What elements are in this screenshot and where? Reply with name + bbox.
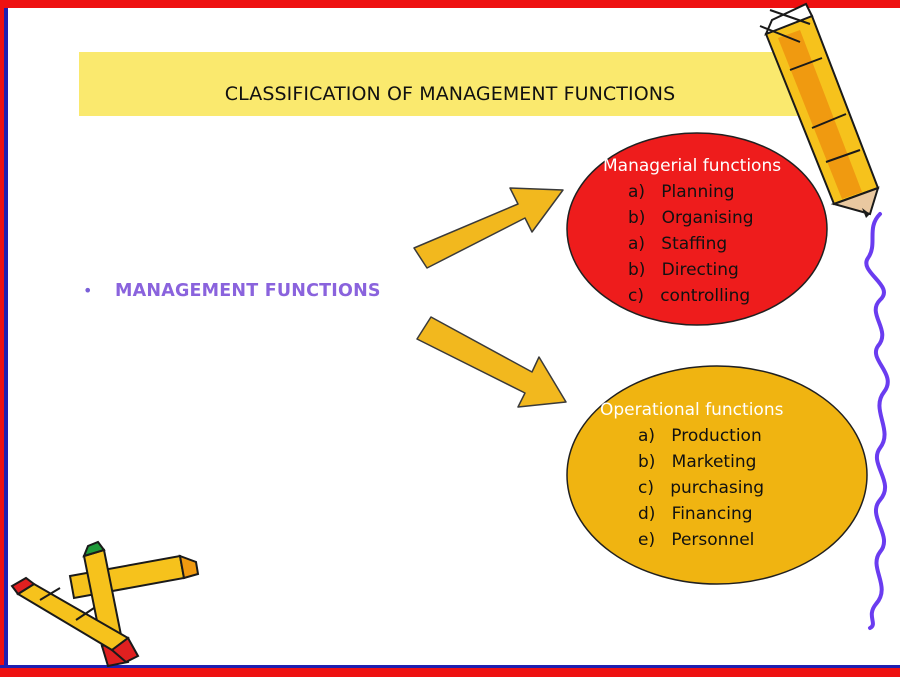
item-label: Marketing [671, 452, 757, 472]
operational-item: e) Personnel [638, 527, 754, 553]
item-marker: a) [628, 234, 646, 254]
item-label: Production [671, 426, 762, 446]
item-marker: e) [638, 530, 656, 550]
squiggle-decoration [864, 212, 890, 630]
root-label: MANAGEMENT FUNCTIONS [115, 281, 381, 301]
operational-heading: Operational functions [600, 400, 784, 420]
frame-left-inner [4, 8, 8, 665]
item-marker: c) [638, 478, 654, 498]
arrow-to-operational [416, 316, 567, 408]
item-marker: a) [638, 426, 656, 446]
managerial-heading: Managerial functions [603, 156, 782, 176]
item-marker: d) [638, 504, 656, 524]
frame-bottom [0, 665, 900, 677]
managerial-item: b) Directing [628, 257, 739, 283]
frame-bottom-inner [0, 665, 900, 668]
item-marker: b) [628, 260, 646, 280]
managerial-ellipse [566, 132, 828, 326]
item-label: purchasing [670, 478, 765, 498]
item-label: Personnel [671, 530, 755, 550]
item-marker: a) [628, 182, 646, 202]
item-label: Directing [661, 260, 739, 280]
managerial-item: b) Organising [628, 205, 754, 231]
managerial-item: c) controlling [628, 283, 750, 309]
item-label: Planning [661, 182, 735, 202]
item-label: controlling [660, 286, 751, 306]
bullet-marker: • [83, 281, 93, 300]
operational-item: d) Financing [638, 501, 753, 527]
arrow-to-managerial [413, 187, 564, 269]
title-band: CLASSIFICATION OF MANAGEMENT FUNCTIONS [79, 52, 821, 116]
operational-item: c) purchasing [638, 475, 764, 501]
slide-title: CLASSIFICATION OF MANAGEMENT FUNCTIONS [224, 83, 676, 105]
frame-top [0, 0, 900, 8]
managerial-item: a) Planning [628, 179, 735, 205]
item-label: Financing [671, 504, 753, 524]
item-marker: c) [628, 286, 644, 306]
item-label: Organising [661, 208, 754, 228]
pencil-icon [759, 2, 880, 218]
operational-item: b) Marketing [638, 449, 756, 475]
operational-item: a) Production [638, 423, 762, 449]
managerial-item: a) Staffing [628, 231, 727, 257]
item-marker: b) [638, 452, 656, 472]
item-label: Staffing [661, 234, 728, 254]
operational-ellipse [566, 365, 868, 585]
item-marker: b) [628, 208, 646, 228]
crayon-cluster-icon [10, 540, 200, 668]
